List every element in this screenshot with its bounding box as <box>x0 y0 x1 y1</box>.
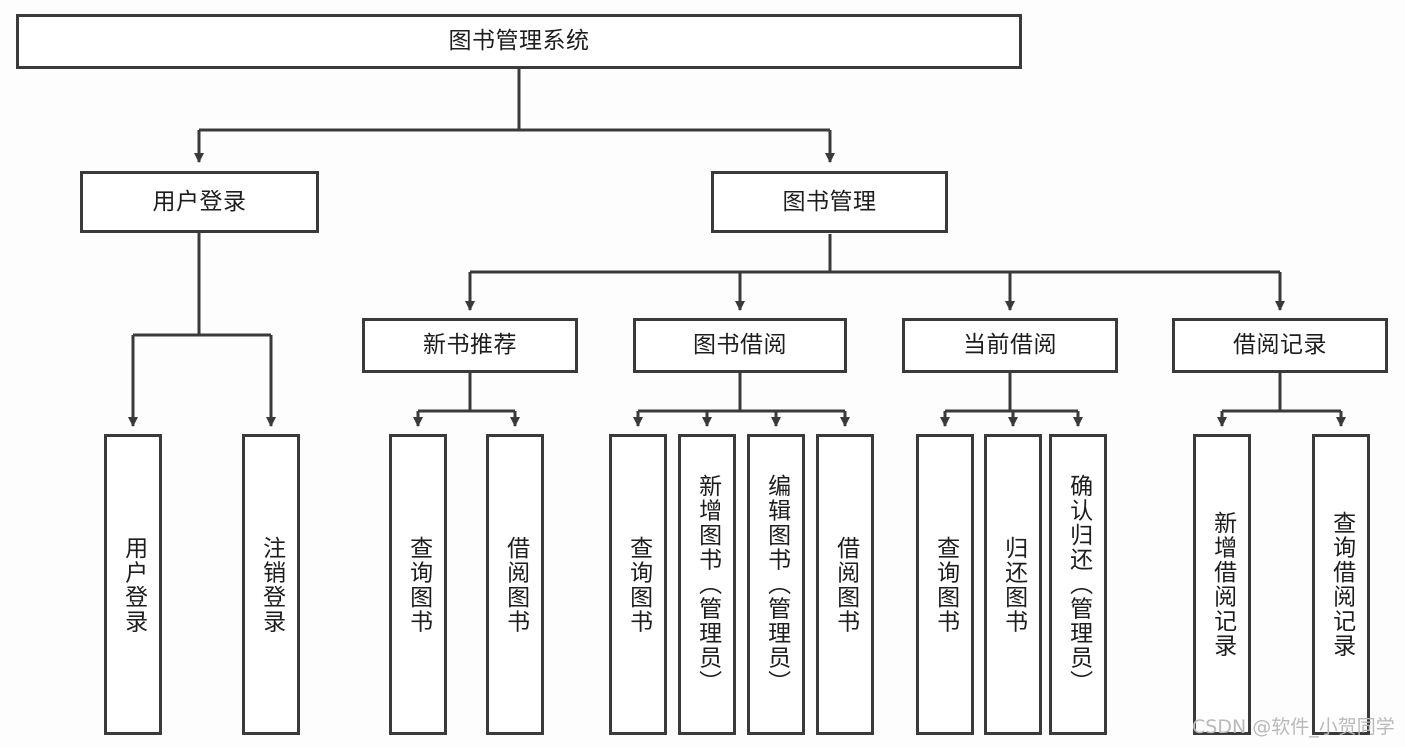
leaf-user-login-login[interactable]: 用户登录 <box>104 434 162 735</box>
node-label: 查询图书 <box>932 535 959 634</box>
node-label: 借阅图书 <box>832 535 859 634</box>
node-user-login[interactable]: 用户登录 <box>80 171 319 233</box>
node-label: 图书借阅 <box>693 332 787 359</box>
leaf-book-borrow-borrow-book[interactable]: 借阅图书 <box>816 434 874 735</box>
node-label: 用户登录 <box>120 535 147 634</box>
node-label: 编辑图书（管理员） <box>763 474 790 695</box>
leaf-new-book-query-book[interactable]: 查询图书 <box>389 434 447 735</box>
node-label: 图书管理系统 <box>448 28 590 55</box>
node-label: 新书推荐 <box>423 332 517 359</box>
leaf-user-login-logout[interactable]: 注销登录 <box>242 434 300 735</box>
node-label: 当前借阅 <box>963 332 1057 359</box>
watermark-text: CSDN @软件_小贺同学 <box>1192 716 1395 738</box>
leaf-borrow-record-add-record[interactable]: 新增借阅记录 <box>1193 434 1251 735</box>
node-label: 图书管理 <box>782 188 877 215</box>
node-label: 借阅记录 <box>1233 332 1327 359</box>
node-label: 查询图书 <box>625 535 652 634</box>
leaf-book-borrow-query-book[interactable]: 查询图书 <box>609 434 667 735</box>
node-book-borrow[interactable]: 图书借阅 <box>633 318 847 373</box>
node-label: 归还图书 <box>1000 535 1027 634</box>
leaf-borrow-record-query-record[interactable]: 查询借阅记录 <box>1312 434 1370 735</box>
node-new-book-recommend[interactable]: 新书推荐 <box>362 318 578 373</box>
node-label: 查询图书 <box>405 535 432 634</box>
leaf-book-borrow-edit-book-admin[interactable]: 编辑图书（管理员） <box>747 434 805 735</box>
leaf-current-borrow-confirm-return-admin[interactable]: 确认归还（管理员） <box>1049 434 1107 735</box>
node-label: 新增借阅记录 <box>1209 511 1236 658</box>
node-borrow-record[interactable]: 借阅记录 <box>1172 318 1388 373</box>
node-label: 确认归还（管理员） <box>1065 474 1092 695</box>
leaf-current-borrow-query-book[interactable]: 查询图书 <box>916 434 974 735</box>
leaf-new-book-borrow-book[interactable]: 借阅图书 <box>486 434 544 735</box>
node-label: 用户登录 <box>152 188 247 215</box>
node-root-book-management-system[interactable]: 图书管理系统 <box>16 14 1022 69</box>
node-label: 借阅图书 <box>502 535 529 634</box>
node-current-borrow[interactable]: 当前借阅 <box>902 318 1118 373</box>
leaf-book-borrow-add-book-admin[interactable]: 新增图书（管理员） <box>678 434 736 735</box>
node-book-management[interactable]: 图书管理 <box>711 171 948 233</box>
node-label: 注销登录 <box>258 535 285 634</box>
node-label: 查询借阅记录 <box>1328 511 1355 658</box>
node-label: 新增图书（管理员） <box>694 474 721 695</box>
leaf-current-borrow-return-book[interactable]: 归还图书 <box>984 434 1042 735</box>
